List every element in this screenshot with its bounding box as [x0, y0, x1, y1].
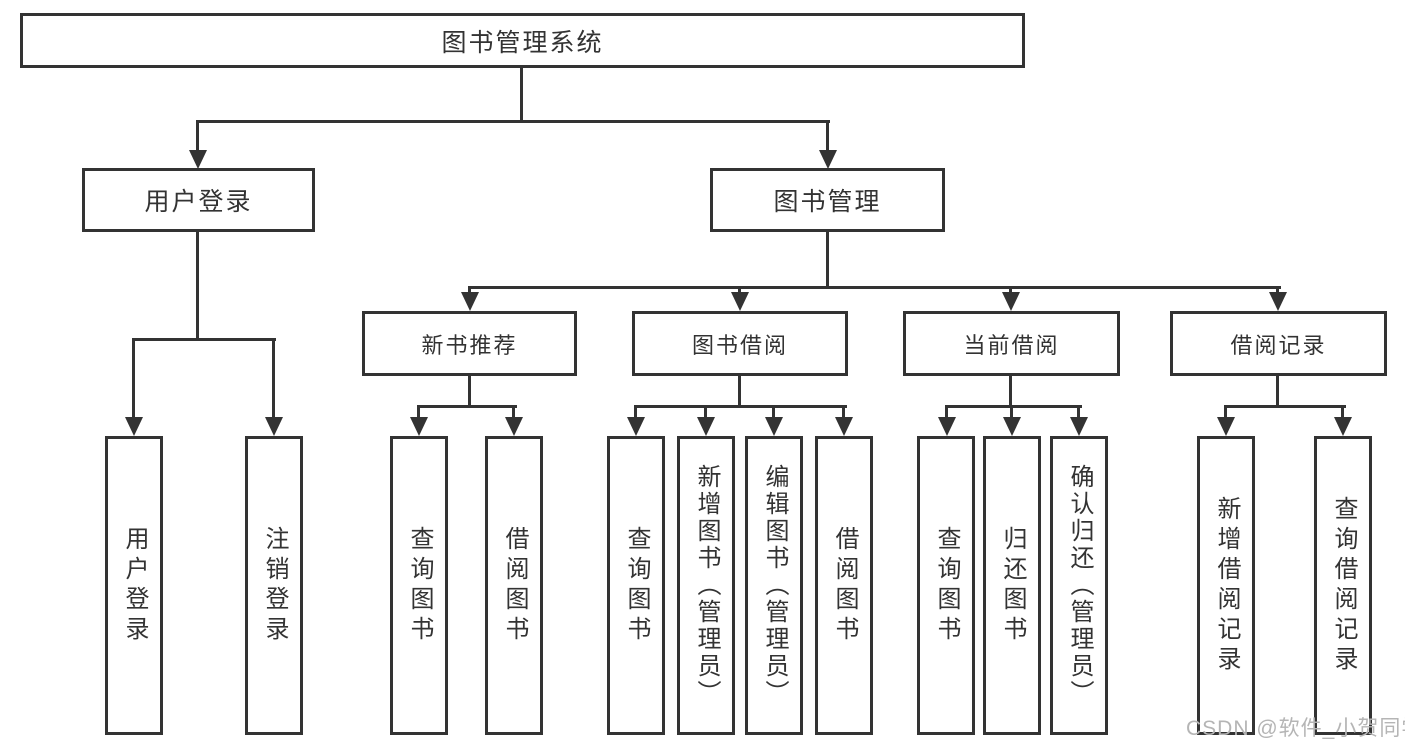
arrow-down-icon	[265, 417, 283, 436]
node-borrow-records: 借阅记录	[1170, 311, 1387, 376]
connector-line	[520, 68, 523, 122]
leaf-borrow-books-2-label: 借阅图书	[831, 525, 858, 646]
arrow-down-icon	[1269, 292, 1287, 311]
leaf-query-books-2-label: 查询图书	[623, 525, 650, 646]
connector-line	[842, 405, 845, 420]
connector-line	[634, 405, 637, 420]
leaf-edit-book-admin: 编辑图书（管理员）	[745, 436, 803, 735]
leaf-query-books-1: 查询图书	[390, 436, 448, 735]
connector-line	[945, 405, 948, 420]
leaf-query-books-3: 查询图书	[917, 436, 975, 735]
connector-line	[468, 286, 1281, 289]
leaf-logout-login: 注销登录	[245, 436, 303, 735]
connector-line	[417, 405, 420, 420]
node-borrow-records-label: 借阅记录	[1230, 332, 1327, 358]
node-book-borrow-label: 图书借阅	[691, 332, 788, 358]
connector-line	[132, 338, 135, 420]
watermark: CSDN @软件_小贺同学	[1186, 717, 1405, 740]
node-book-borrow: 图书借阅	[632, 311, 848, 376]
arrow-down-icon	[1217, 417, 1235, 436]
leaf-add-book-admin: 新增图书（管理员）	[677, 436, 735, 735]
arrow-down-icon	[1003, 417, 1021, 436]
connector-line	[468, 286, 471, 296]
node-current-borrow-label: 当前借阅	[963, 332, 1060, 358]
leaf-user-login: 用户登录	[105, 436, 163, 735]
leaf-borrow-books-1-label: 借阅图书	[501, 525, 528, 646]
leaf-return-books-label: 归还图书	[999, 525, 1026, 646]
leaf-edit-book-admin-label: 编辑图书（管理员）	[761, 464, 788, 707]
arrow-down-icon	[765, 417, 783, 436]
connector-line	[1077, 405, 1080, 420]
arrow-down-icon	[189, 150, 207, 169]
connector-line	[704, 405, 707, 420]
leaf-query-borrow-record-label: 查询借阅记录	[1330, 495, 1357, 676]
connector-line	[826, 120, 829, 152]
connector-line	[196, 120, 830, 123]
connector-line	[196, 232, 199, 341]
connector-line	[634, 405, 847, 408]
connector-line	[826, 232, 829, 289]
connector-line	[132, 338, 276, 341]
connector-line	[1009, 376, 1012, 408]
node-root: 图书管理系统	[20, 13, 1025, 68]
arrow-down-icon	[938, 417, 956, 436]
node-current-borrow: 当前借阅	[903, 311, 1120, 376]
leaf-query-borrow-record: 查询借阅记录	[1314, 436, 1372, 735]
connector-line	[772, 405, 775, 420]
leaf-return-books: 归还图书	[983, 436, 1041, 735]
connector-line	[738, 376, 741, 408]
connector-line	[417, 405, 517, 408]
arrow-down-icon	[819, 150, 837, 169]
arrow-down-icon	[627, 417, 645, 436]
arrow-down-icon	[1334, 417, 1352, 436]
leaf-user-login-label: 用户登录	[121, 525, 148, 646]
connector-line	[1276, 376, 1279, 408]
leaf-logout-login-label: 注销登录	[261, 525, 288, 646]
connector-line	[272, 338, 275, 420]
node-book-management-label: 图书管理	[773, 188, 882, 216]
leaf-confirm-return-admin-label: 确认归还（管理员）	[1066, 464, 1093, 707]
leaf-add-book-admin-label: 新增图书（管理员）	[693, 464, 720, 707]
leaf-add-borrow-record-label: 新增借阅记录	[1213, 495, 1240, 676]
leaf-query-books-1-label: 查询图书	[406, 525, 433, 646]
connector-line	[945, 405, 1082, 408]
leaf-add-borrow-record: 新增借阅记录	[1197, 436, 1255, 735]
arrow-down-icon	[835, 417, 853, 436]
leaf-borrow-books-2: 借阅图书	[815, 436, 873, 735]
arrow-down-icon	[410, 417, 428, 436]
leaf-query-books-3-label: 查询图书	[933, 525, 960, 646]
arrow-down-icon	[1002, 292, 1020, 311]
node-user-login-label: 用户登录	[144, 188, 253, 216]
arrow-down-icon	[731, 292, 749, 311]
node-root-label: 图书管理系统	[441, 28, 604, 57]
leaf-query-books-2: 查询图书	[607, 436, 665, 735]
arrow-down-icon	[505, 417, 523, 436]
arrow-down-icon	[1070, 417, 1088, 436]
leaf-borrow-books-1: 借阅图书	[485, 436, 543, 735]
connector-line	[468, 376, 471, 408]
connector-line	[1224, 405, 1346, 408]
node-new-book-recommend: 新书推荐	[362, 311, 577, 376]
connector-line	[1009, 286, 1012, 296]
leaf-confirm-return-admin: 确认归还（管理员）	[1050, 436, 1108, 735]
node-new-book-recommend-label: 新书推荐	[421, 332, 518, 358]
arrow-down-icon	[697, 417, 715, 436]
connector-line	[512, 405, 515, 420]
connector-line	[1276, 286, 1279, 296]
connector-line	[1010, 405, 1013, 420]
arrow-down-icon	[461, 292, 479, 311]
connector-line	[738, 286, 741, 296]
connector-line	[1224, 405, 1227, 420]
connector-line	[1341, 405, 1344, 420]
connector-line	[196, 120, 199, 152]
node-book-management: 图书管理	[710, 168, 945, 232]
arrow-down-icon	[125, 417, 143, 436]
node-user-login: 用户登录	[82, 168, 315, 232]
